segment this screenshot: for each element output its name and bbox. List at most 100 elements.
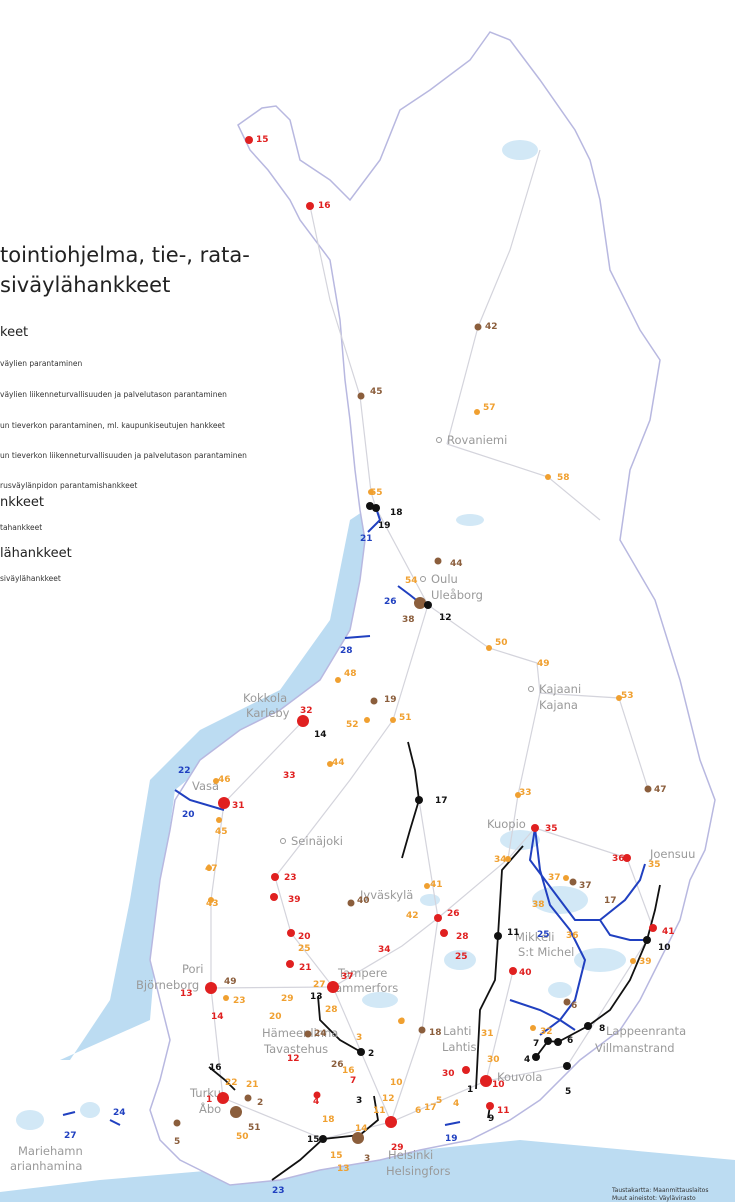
project-number: 16 [318, 201, 331, 211]
project-number: 18 [429, 1028, 442, 1038]
project-marker [213, 778, 219, 784]
project-number: 52 [346, 720, 359, 730]
project-marker [644, 785, 652, 793]
project-number: 30 [442, 1069, 455, 1079]
city-label: Turku [189, 1086, 221, 1100]
project-number: 24 [314, 1029, 327, 1039]
project-number: 15 [330, 1151, 343, 1161]
project-number: 25 [455, 952, 468, 962]
legend-item: siväylähankkeet [0, 574, 61, 583]
project-number: 36 [566, 931, 579, 941]
project-number: 47 [205, 864, 218, 874]
project-marker [352, 1132, 364, 1144]
project-number: 42 [406, 911, 419, 921]
city-label: Kajaani [539, 682, 581, 696]
project-marker [474, 409, 480, 415]
city-label: Mikkeli [515, 930, 555, 944]
project-marker [364, 717, 370, 723]
project-number: 34 [494, 855, 507, 865]
project-number: 20 [269, 1012, 282, 1022]
project-marker [563, 1062, 571, 1070]
project-number: 13 [310, 992, 323, 1002]
map-credit: Taustakartta: Maanmittauslaitos Muut ain… [611, 1187, 708, 1202]
project-number: 15 [307, 1135, 320, 1145]
project-marker [569, 878, 577, 886]
project-number: 4 [313, 1097, 319, 1107]
project-number: 3 [356, 1096, 362, 1106]
project-number: 4 [524, 1055, 530, 1065]
city-label: Karleby [246, 706, 290, 720]
project-number: 33 [519, 788, 532, 798]
legend-item: un tieverkon parantaminen, ml. kaupunkis… [0, 421, 225, 430]
project-number: 54 [405, 576, 418, 586]
project-number: 2 [257, 1098, 263, 1108]
project-number: 21 [246, 1080, 259, 1090]
project-number: 44 [450, 559, 463, 569]
city-label: Helsinki [388, 1148, 433, 1162]
credit-line-1: Taustakartta: Maanmittauslaitos [611, 1187, 708, 1194]
project-number: 51 [248, 1123, 261, 1133]
project-number: 58 [557, 473, 570, 483]
project-marker [544, 1037, 552, 1045]
project-number: 35 [648, 860, 661, 870]
project-marker [335, 677, 341, 683]
project-number: 9 [488, 1114, 494, 1124]
project-number: 13 [180, 989, 193, 999]
project-number: 13 [337, 1164, 350, 1174]
project-number: 11 [507, 928, 520, 938]
project-number: 57 [483, 403, 496, 413]
project-number: 17 [604, 896, 617, 906]
project-number: 32 [300, 706, 313, 716]
project-marker [287, 929, 295, 937]
project-marker [313, 1091, 321, 1099]
project-marker [623, 854, 631, 862]
project-marker [554, 1038, 562, 1046]
project-number: 6 [415, 1106, 421, 1116]
legend-item: väylien liikenneturvallisuuden ja palvel… [0, 390, 227, 399]
project-number: 6 [567, 1036, 573, 1046]
project-number: 21 [360, 534, 373, 544]
legend-item: un tieverkon liikenneturvallisuuden ja p… [0, 451, 247, 460]
project-number: 20 [182, 810, 195, 820]
project-number: 21 [299, 963, 312, 973]
city-labels: RovaniemiOuluUleåborgKajaaniKajanaKokkol… [10, 433, 695, 1178]
project-marker [208, 897, 214, 903]
project-number: 42 [485, 322, 498, 332]
project-number: 49 [224, 977, 237, 987]
project-marker [270, 893, 278, 901]
city-label: Tavastehus [263, 1042, 328, 1056]
city-label: Kouvola [497, 1070, 542, 1084]
project-marker [385, 1116, 397, 1128]
legend-item: tahankkeet [0, 523, 42, 532]
project-marker [545, 474, 551, 480]
project-number: 11 [373, 1106, 386, 1116]
project-marker [509, 967, 517, 975]
project-number: 44 [332, 758, 345, 768]
project-number: 19 [445, 1134, 458, 1144]
project-marker [434, 557, 442, 565]
project-marker [327, 981, 339, 993]
project-number: 17 [424, 1103, 437, 1113]
city-label: Åbo [199, 1101, 221, 1116]
map-title-line-2: siväylähankkeet [0, 273, 170, 297]
project-number: 30 [487, 1055, 500, 1065]
city-label: Jyväskylä [359, 888, 413, 902]
project-marker [616, 695, 622, 701]
project-number: 14 [211, 1012, 224, 1022]
project-number: 5 [436, 1096, 442, 1106]
project-marker [505, 856, 511, 862]
project-number: 6 [571, 1001, 577, 1011]
project-number: 41 [662, 927, 675, 937]
project-marker [366, 502, 374, 510]
project-number: 4 [453, 1099, 459, 1109]
project-marker [415, 796, 423, 804]
project-number: 31 [232, 801, 245, 811]
project-number: 45 [215, 827, 228, 837]
project-marker [486, 1102, 494, 1110]
project-number: 1 [467, 1085, 473, 1095]
project-marker [357, 1048, 365, 1056]
project-marker [390, 717, 396, 723]
project-marker [245, 136, 253, 144]
project-number: 11 [497, 1106, 510, 1116]
